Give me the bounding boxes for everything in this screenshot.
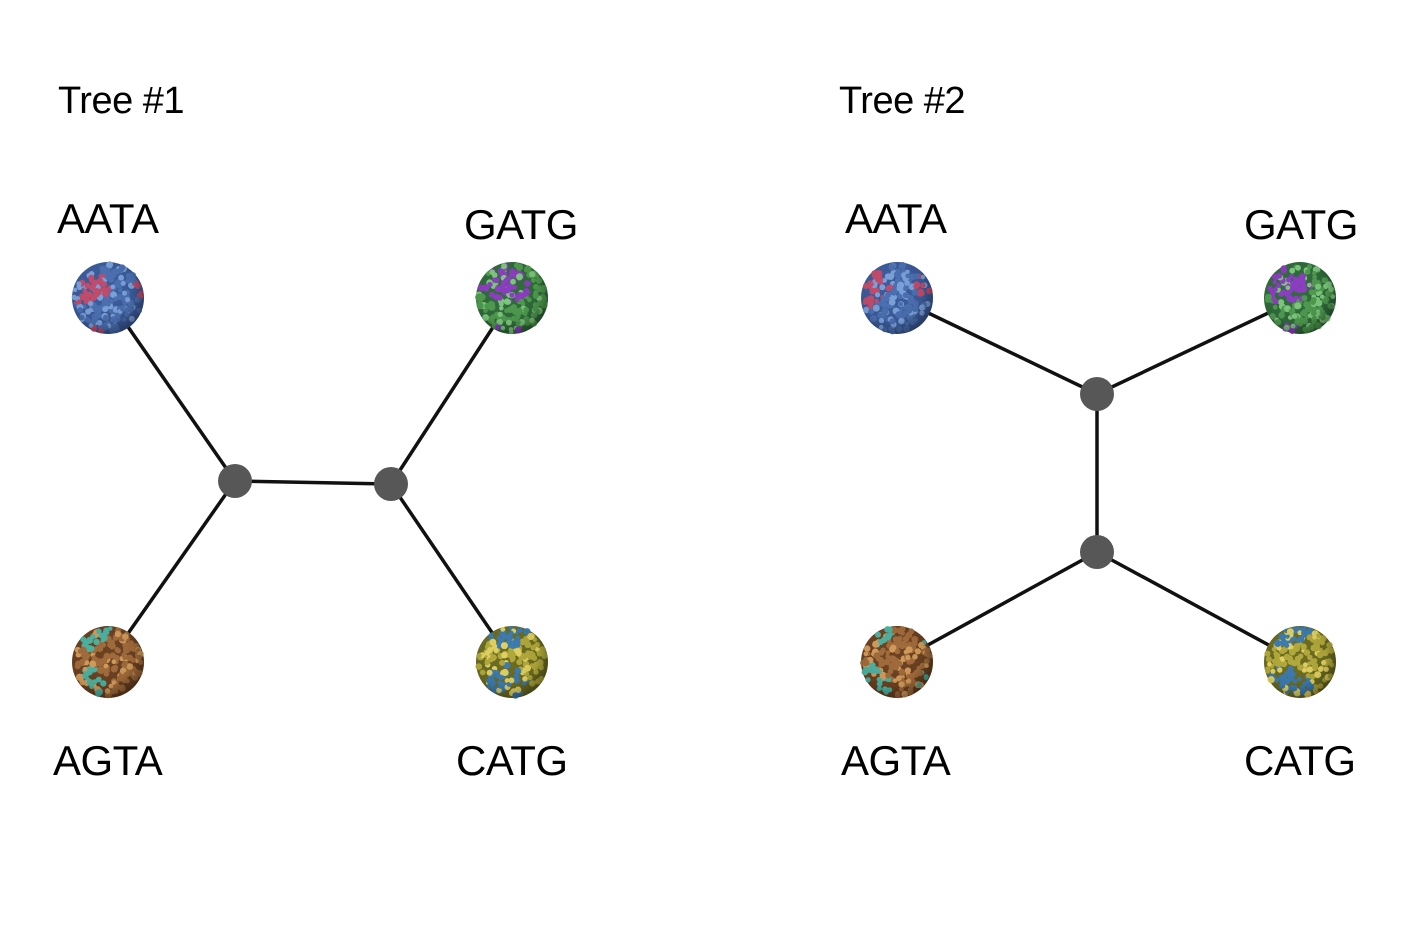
virion-shading bbox=[1264, 626, 1336, 698]
tree-2-virion-agta bbox=[860, 626, 933, 699]
tree-1-panel: Tree #1 AATA GATG AGTA CATG bbox=[53, 80, 578, 784]
tree-1-virion-catg bbox=[475, 625, 548, 699]
tree-1-edge-gatg bbox=[389, 297, 514, 485]
tree-1-internal-node-left bbox=[218, 464, 252, 498]
virion-shading bbox=[1264, 262, 1336, 334]
tree-2-edge-agta bbox=[896, 550, 1098, 664]
virion-shading bbox=[861, 626, 933, 698]
tree-1-label-aata: AATA bbox=[57, 195, 159, 242]
tree-1-diagram bbox=[71, 261, 548, 699]
tree-2-edge-aata bbox=[896, 296, 1098, 396]
tree-1-edge-internal bbox=[234, 479, 392, 486]
tree-2-internal-node-top bbox=[1080, 377, 1114, 411]
tree-2-internal-node-bottom bbox=[1080, 535, 1114, 569]
tree-1-internal-node-right bbox=[374, 467, 408, 501]
tree-1-label-catg: CATG bbox=[456, 737, 568, 784]
tree-1-label-agta: AGTA bbox=[53, 737, 163, 784]
tree-2-virion-catg bbox=[1264, 626, 1336, 698]
tree-2-label-catg: CATG bbox=[1244, 737, 1356, 784]
virion-shading bbox=[476, 262, 548, 334]
tree-2-edge-gatg bbox=[1096, 296, 1301, 396]
virion-shading bbox=[72, 262, 144, 334]
tree-2-title: Tree #2 bbox=[839, 80, 966, 122]
tree-1-virion-gatg bbox=[475, 262, 548, 335]
tree-2-diagram bbox=[860, 262, 1336, 699]
tree-2-edge-catg bbox=[1096, 550, 1301, 664]
tree-1-edge-agta bbox=[106, 479, 237, 664]
tree-1-virion-agta bbox=[72, 626, 144, 699]
virion-shading bbox=[861, 262, 933, 334]
tree-1-label-gatg: GATG bbox=[464, 201, 578, 248]
tree-2-panel: Tree #2 AATA GATG AGTA CATG bbox=[711, 0, 1422, 950]
virion-shading bbox=[476, 626, 548, 698]
tree-2-virion-aata bbox=[861, 262, 933, 335]
tree-2-virion-gatg bbox=[1264, 262, 1336, 334]
tree-1-title: Tree #1 bbox=[58, 80, 185, 122]
tree-1-edge-aata bbox=[106, 297, 237, 482]
tree-2-label-aata: AATA bbox=[845, 195, 947, 242]
tree-2-label-agta: AGTA bbox=[841, 737, 951, 784]
tree-2-label-gatg: GATG bbox=[1244, 201, 1358, 248]
tree-1-virion-aata bbox=[71, 261, 144, 334]
virion-shading bbox=[72, 626, 144, 698]
